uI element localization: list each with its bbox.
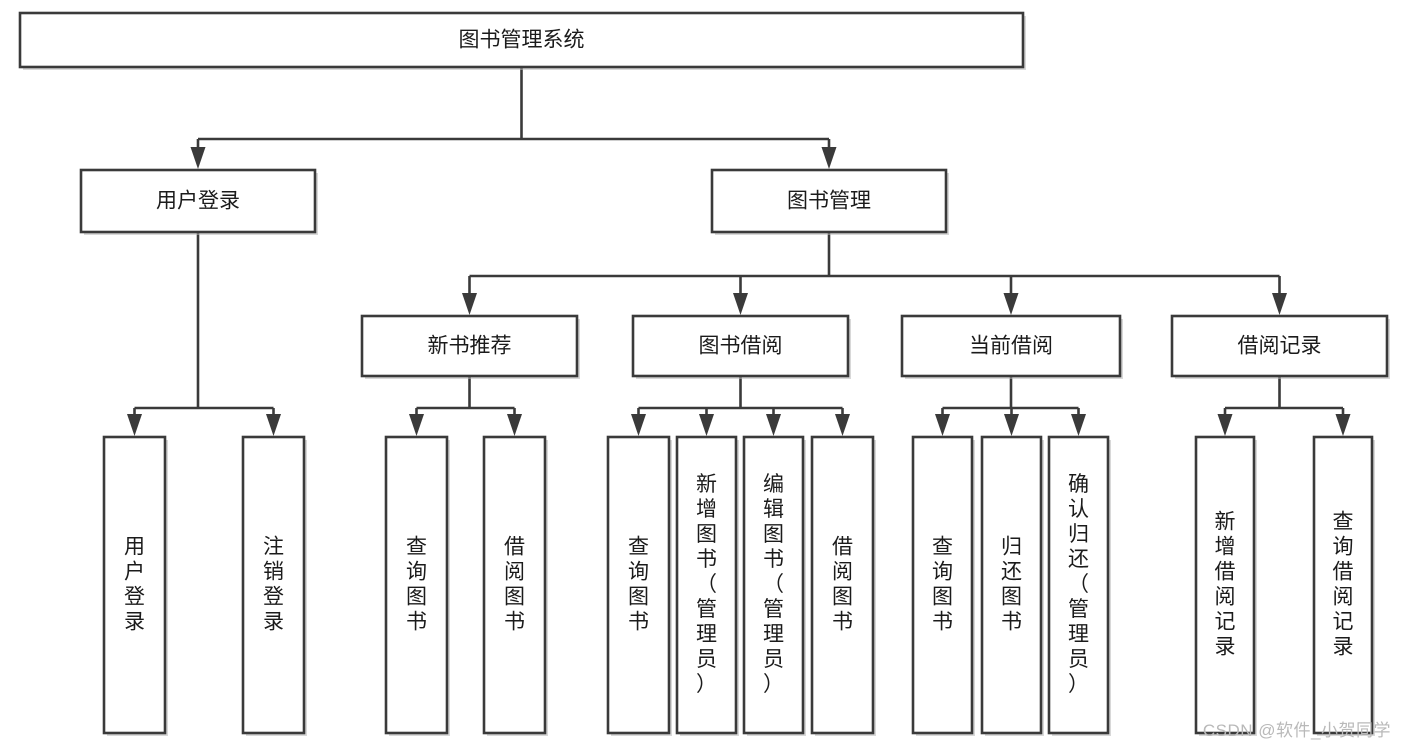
node-leaf-user-logout[interactable]: 注销登录: [241, 435, 307, 736]
node-box[interactable]: [384, 435, 449, 735]
node-box[interactable]: [1047, 435, 1110, 735]
node-leaf-cur-confirm-return[interactable]: 确认归还（管理员）: [1047, 435, 1111, 736]
node-book-manage[interactable]: 图书管理: [710, 168, 949, 235]
node-label: 图书借阅: [699, 335, 783, 358]
node-leaf-borrow-borrow-book[interactable]: 借阅图书: [810, 435, 876, 736]
node-label: 借阅图书: [832, 535, 853, 633]
node-new-book-rec[interactable]: 新书推荐: [360, 314, 580, 379]
node-label: 图书管理: [787, 190, 871, 213]
node-box[interactable]: [360, 314, 579, 378]
node-label: 查询图书: [932, 535, 953, 633]
node-box[interactable]: [1170, 314, 1389, 378]
node-label: 查询借阅记录: [1333, 510, 1354, 658]
node-leaf-rec-query-record[interactable]: 查询借阅记录: [1312, 435, 1375, 736]
node-box[interactable]: [742, 435, 805, 735]
node-box[interactable]: [810, 435, 875, 735]
node-label: 新增借阅记录: [1215, 510, 1236, 658]
node-label: 用户登录: [156, 190, 240, 213]
node-leaf-borrow-query-book[interactable]: 查询图书: [606, 435, 672, 736]
node-label: 借阅图书: [504, 535, 525, 633]
node-label: 编辑图书（管理员）: [763, 473, 784, 696]
node-book-borrow[interactable]: 图书借阅: [631, 314, 851, 379]
node-leaf-cur-query-book[interactable]: 查询图书: [911, 435, 975, 736]
node-box[interactable]: [482, 435, 547, 735]
node-box[interactable]: [631, 314, 850, 378]
node-leaf-cur-return-book[interactable]: 归还图书: [980, 435, 1044, 736]
node-label: 图书管理系统: [459, 29, 585, 52]
node-box[interactable]: [18, 11, 1025, 69]
node-user-login[interactable]: 用户登录: [79, 168, 318, 235]
node-box[interactable]: [1312, 435, 1374, 735]
node-label: 当前借阅: [969, 335, 1053, 358]
node-box[interactable]: [79, 168, 317, 234]
edges-layer: [127, 67, 1351, 436]
node-label: 新增图书（管理员）: [696, 473, 717, 696]
node-leaf-borrow-add-book[interactable]: 新增图书（管理员）: [675, 435, 739, 736]
node-box[interactable]: [710, 168, 948, 234]
node-root[interactable]: 图书管理系统: [18, 11, 1026, 70]
node-leaf-borrow-edit-book[interactable]: 编辑图书（管理员）: [742, 435, 806, 736]
node-leaf-rec-borrow-book[interactable]: 借阅图书: [482, 435, 548, 736]
node-leaf-rec-query-book[interactable]: 查询图书: [384, 435, 450, 736]
node-label: 注销登录: [263, 535, 284, 633]
node-label: 确认归还（管理员）: [1068, 473, 1089, 696]
node-box[interactable]: [675, 435, 738, 735]
node-box[interactable]: [241, 435, 306, 735]
node-leaf-rec-add-record[interactable]: 新增借阅记录: [1194, 435, 1257, 736]
node-leaf-user-login[interactable]: 用户登录: [102, 435, 168, 736]
node-box[interactable]: [102, 435, 167, 735]
node-borrow-record[interactable]: 借阅记录: [1170, 314, 1390, 379]
nodes-layer: 图书管理系统用户登录图书管理新书推荐图书借阅当前借阅借阅记录用户登录注销登录查询…: [18, 11, 1390, 736]
node-label: 用户登录: [124, 535, 145, 633]
node-box[interactable]: [1194, 435, 1256, 735]
node-label: 新书推荐: [428, 335, 512, 358]
node-label: 查询图书: [406, 535, 427, 633]
node-label: 归还图书: [1001, 535, 1022, 633]
node-box[interactable]: [900, 314, 1122, 378]
node-label: 借阅记录: [1238, 335, 1322, 358]
node-current-borrow[interactable]: 当前借阅: [900, 314, 1123, 379]
node-box[interactable]: [980, 435, 1043, 735]
node-box[interactable]: [911, 435, 974, 735]
node-label: 查询图书: [628, 535, 649, 633]
node-box[interactable]: [606, 435, 671, 735]
